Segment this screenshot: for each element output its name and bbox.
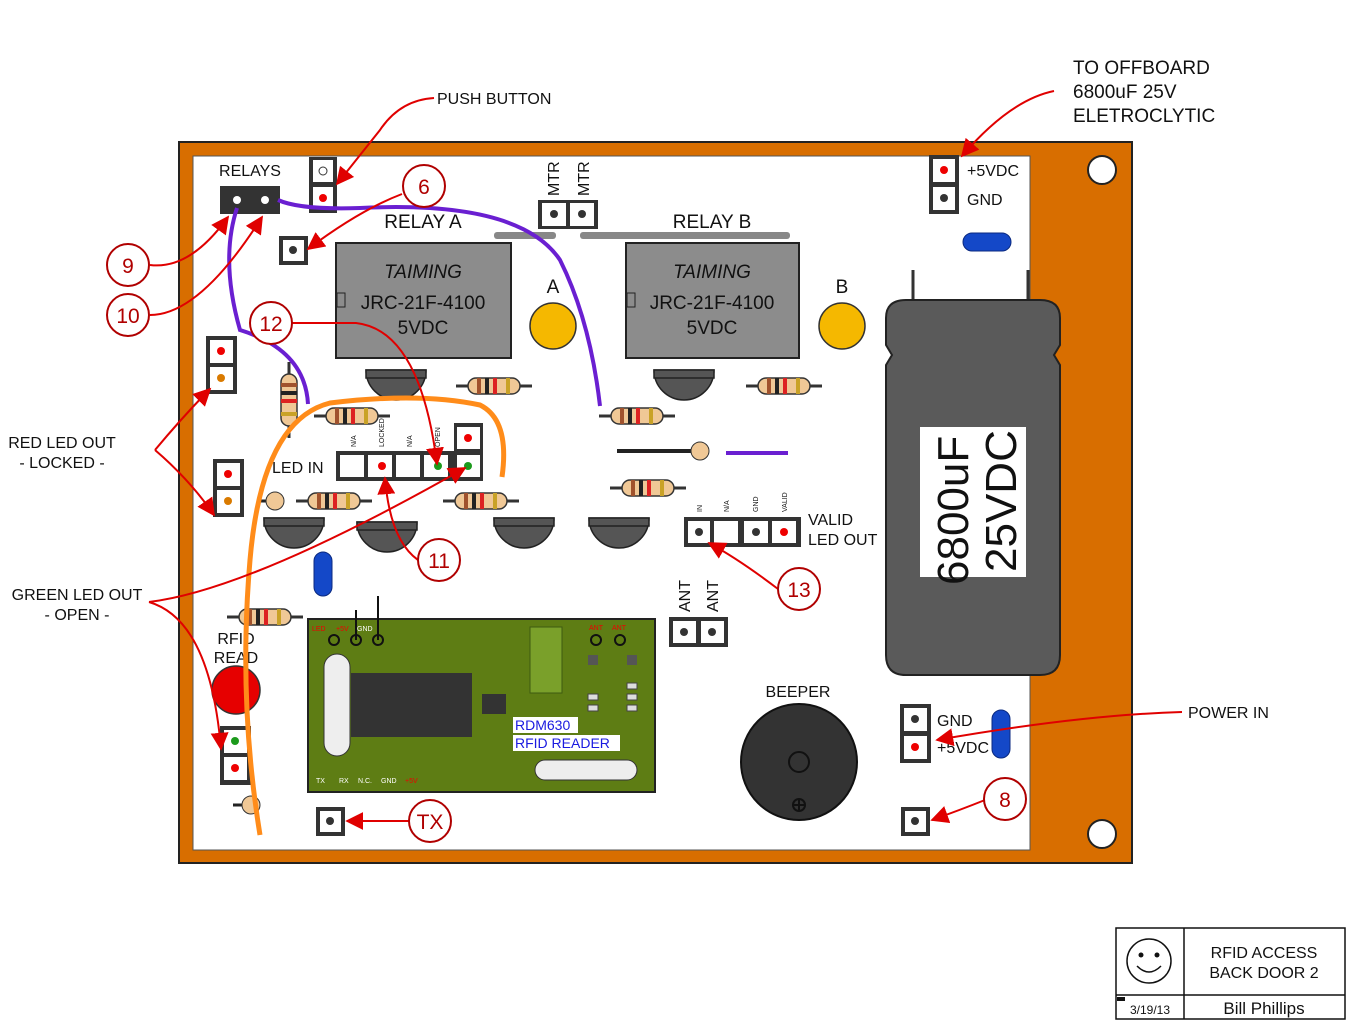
offboard-header bbox=[929, 155, 959, 214]
relay-a-brand: TAIMING bbox=[384, 262, 462, 283]
relay-b: TAIMING JRC-21F-4100 5VDC bbox=[625, 242, 800, 359]
valid-led-header bbox=[684, 517, 801, 547]
relays-label: RELAYS bbox=[219, 163, 281, 180]
red-led-header-1 bbox=[206, 336, 237, 394]
green-led-out-callout-1: GREEN LED OUT bbox=[12, 587, 143, 604]
relay-b-part: JRC-21F-4100 bbox=[650, 293, 775, 314]
led-a-label: A bbox=[547, 277, 560, 298]
relay-a: TAIMING JRC-21F-4100 5VDC bbox=[335, 242, 512, 359]
callout-10: 10 bbox=[116, 305, 139, 328]
red-led-out-callout-2: - LOCKED - bbox=[19, 455, 104, 472]
relays-header bbox=[220, 186, 280, 214]
push-button-callout: PUSH BUTTON bbox=[437, 91, 551, 108]
relay-a-label: RELAY A bbox=[384, 212, 462, 233]
led-in-label: LED IN bbox=[272, 460, 324, 477]
led-in-pin-1: N/A bbox=[351, 435, 358, 447]
valid-pin-4: VALID bbox=[782, 492, 789, 512]
valid-label-2: LED OUT bbox=[808, 532, 878, 549]
rfid-pin-gnd: GND bbox=[357, 626, 373, 633]
rfid-pin-5v: +5V bbox=[336, 626, 349, 633]
power-plus5-label: +5VDC bbox=[937, 740, 989, 757]
offboard-callout-3: ELETROCLYTIC bbox=[1073, 106, 1215, 127]
relay-b-voltage: 5VDC bbox=[687, 318, 738, 339]
pad-tx bbox=[316, 807, 345, 836]
callout-6: 6 bbox=[418, 176, 430, 199]
relay-a-voltage: 5VDC bbox=[398, 318, 449, 339]
beeper-label: BEEPER bbox=[766, 684, 831, 701]
rfid-name-label: RFID READER bbox=[515, 735, 610, 751]
rfid-pin-gnd2: GND bbox=[381, 778, 397, 785]
rfid-model-label: RDM630 bbox=[515, 717, 570, 733]
offboard-gnd-label: GND bbox=[967, 192, 1003, 209]
title-author: Bill Phillips bbox=[1223, 999, 1304, 1018]
callout-8: 8 bbox=[999, 789, 1011, 812]
capacitor: 6800uF 25VDC bbox=[885, 270, 1061, 676]
valid-pin-1: IN bbox=[697, 505, 704, 512]
title-date: 3/19/13 bbox=[1130, 1003, 1170, 1017]
rfid-pin-ant1: ANT bbox=[589, 625, 604, 632]
offboard-callout-2: 6800uF 25V bbox=[1073, 82, 1177, 103]
beeper bbox=[740, 703, 858, 821]
valid-label-1: VALID bbox=[808, 512, 853, 529]
led-in-pin-4: OPEN bbox=[435, 427, 442, 447]
relay-b-label: RELAY B bbox=[673, 212, 752, 233]
mounting-hole-top bbox=[1087, 155, 1117, 185]
rfid-read-label-2: READ bbox=[214, 650, 258, 667]
ant-label-2: ANT bbox=[705, 580, 722, 612]
led-b-label: B bbox=[836, 277, 849, 298]
capacitor-value: 6800uF bbox=[929, 436, 978, 585]
rfid-pin-ant2: ANT bbox=[612, 625, 627, 632]
led-in-pin-3: N/A bbox=[407, 435, 414, 447]
rfid-read-label-1: RFID bbox=[217, 631, 254, 648]
red-led-out-callout-1: RED LED OUT bbox=[8, 435, 116, 452]
callout-11: 11 bbox=[428, 550, 450, 573]
callout-9: 9 bbox=[122, 255, 134, 278]
ant-label-1: ANT bbox=[677, 580, 694, 612]
rfid-pin-led: LED bbox=[312, 626, 326, 633]
valid-pin-2: N/A bbox=[724, 500, 731, 512]
callout-13: 13 bbox=[787, 579, 810, 602]
mtr-header bbox=[538, 200, 598, 229]
valid-pin-3: GND bbox=[753, 496, 760, 512]
relay-a-part: JRC-21F-4100 bbox=[361, 293, 486, 314]
title-line-2: BACK DOOR 2 bbox=[1209, 965, 1318, 982]
mtr-label-1: MTR bbox=[546, 161, 563, 196]
title-line-1: RFID ACCESS bbox=[1211, 945, 1318, 962]
rfid-pin-tx: TX bbox=[316, 778, 325, 785]
rfid-pin-nc: N.C. bbox=[358, 778, 372, 785]
pad-6 bbox=[279, 236, 308, 265]
rfid-read-led bbox=[211, 665, 261, 715]
green-led-out-callout-2: - OPEN - bbox=[45, 607, 110, 624]
offboard-plus5-label: +5VDC bbox=[967, 163, 1019, 180]
capacitor-voltage: 25VDC bbox=[977, 430, 1026, 572]
offboard-callout-1: TO OFFBOARD bbox=[1073, 58, 1210, 79]
power-gnd-label: GND bbox=[937, 713, 973, 730]
callout-tx: TX bbox=[417, 811, 444, 834]
rfid-pin-rx: RX bbox=[339, 778, 349, 785]
led-b bbox=[818, 302, 866, 350]
rfid-pin-5v2: +5V bbox=[405, 778, 418, 785]
power-in-callout: POWER IN bbox=[1188, 705, 1269, 722]
relay-b-brand: TAIMING bbox=[673, 262, 751, 283]
title-block: RFID ACCESS BACK DOOR 2 3/19/13 Bill Phi… bbox=[1115, 927, 1346, 1020]
red-led-header-2 bbox=[213, 459, 244, 517]
mounting-hole-bottom bbox=[1087, 819, 1117, 849]
mtr-label-2: MTR bbox=[576, 161, 593, 196]
led-in-pin-2: LOCKED bbox=[379, 418, 386, 447]
ant-header bbox=[669, 617, 728, 647]
push-button-header bbox=[309, 157, 337, 213]
power-in-header bbox=[900, 704, 931, 763]
led-a bbox=[529, 302, 577, 350]
callout-12: 12 bbox=[259, 313, 282, 336]
pad-8 bbox=[901, 807, 930, 836]
rfid-module: RDM630 RFID READER LED +5V GND ANT ANT T… bbox=[307, 596, 656, 793]
